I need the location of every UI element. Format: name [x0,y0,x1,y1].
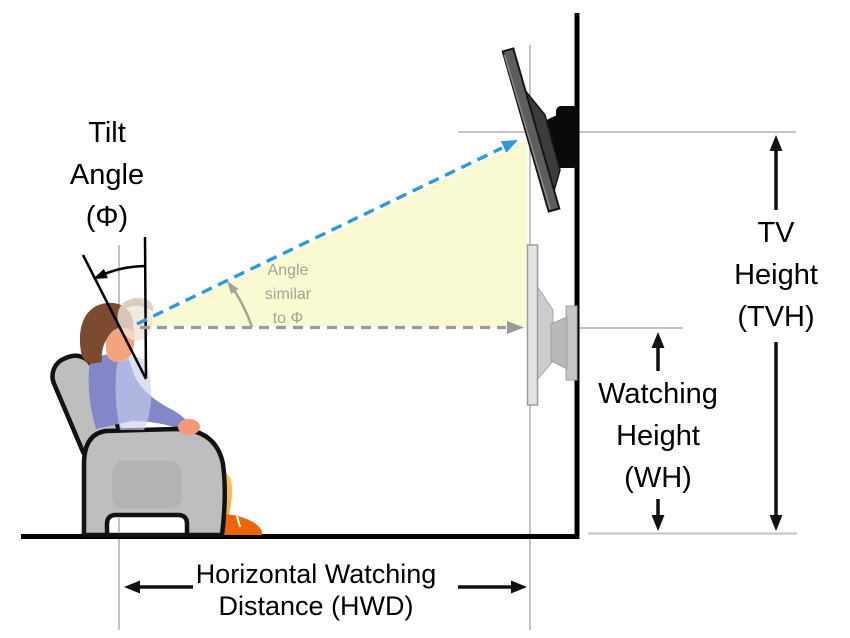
wh-arrow-up [651,332,665,371]
label-line: Watching [598,378,718,410]
tilt-angle-arc [101,264,146,277]
chair-base-notch [104,512,190,538]
label-line: (TVH) [737,301,815,333]
ghost-torso [115,356,152,430]
ghost-tv [526,244,578,406]
tilt-angle-label: Tilt Angle (Φ) [27,112,187,238]
label-line: Horizontal Watching [195,559,437,589]
tv-screen-face [503,54,551,210]
label-line: to Φ [272,310,304,327]
label-line: (Φ) [85,201,129,233]
dimension-arrows [124,135,783,594]
label-line: (WH) [624,462,692,494]
label-line: Angle [69,159,145,191]
viewing-cone [138,140,527,328]
watching-height-label: Watching Height (WH) [573,373,743,499]
label-line: similar [264,286,312,303]
label-line: TV [757,217,795,249]
tv-panel [501,47,561,213]
tv-height-label: TV Height (TVH) [696,212,850,338]
label-line: Height [734,259,818,291]
person-hand [178,419,200,435]
sightline-to-tv [136,140,518,326]
chair-cushion [112,461,182,509]
tilt-vertical-line [143,236,148,379]
similar-angle-arrow [227,281,254,328]
label-line: Distance (HWD) [218,591,414,621]
eyeline-arrowhead [507,321,524,334]
room [21,13,580,539]
chair-body [81,426,228,538]
similar-angle-arrowhead [227,281,239,295]
label-line: Angle [267,262,309,279]
ghost-tv-panel [526,244,539,406]
label-line: Tilt [88,117,126,149]
horizontal-watching-distance-label: Horizontal Watching Distance (HWD) [166,558,466,622]
hwd-arrow-left [124,580,193,594]
wall [574,13,580,539]
ghost-head [117,299,153,341]
tilt-slanted-line [81,254,148,380]
ghost-tv-mount [550,316,568,370]
tilt-angle-arc-arrowhead [93,268,108,279]
hwd-arrow-right [458,580,527,594]
ghost-pose-overlay [115,297,154,430]
floor [21,534,579,539]
sightline-arrowhead [500,140,518,153]
angle-similar-label: Angle similar to Φ [228,259,348,331]
tilt-angle-construction [81,236,148,380]
tvh-arrow-up [769,135,783,210]
tilted-tv [501,47,578,213]
tvh-arrow-down [769,342,783,531]
ghost-tv-bracket [565,305,578,381]
wh-arrow-down [651,499,665,531]
shoe-detail [236,515,241,528]
label-line: Height [616,420,700,452]
eyeline-dashed [140,321,524,334]
tv-wall-mount [556,106,578,168]
